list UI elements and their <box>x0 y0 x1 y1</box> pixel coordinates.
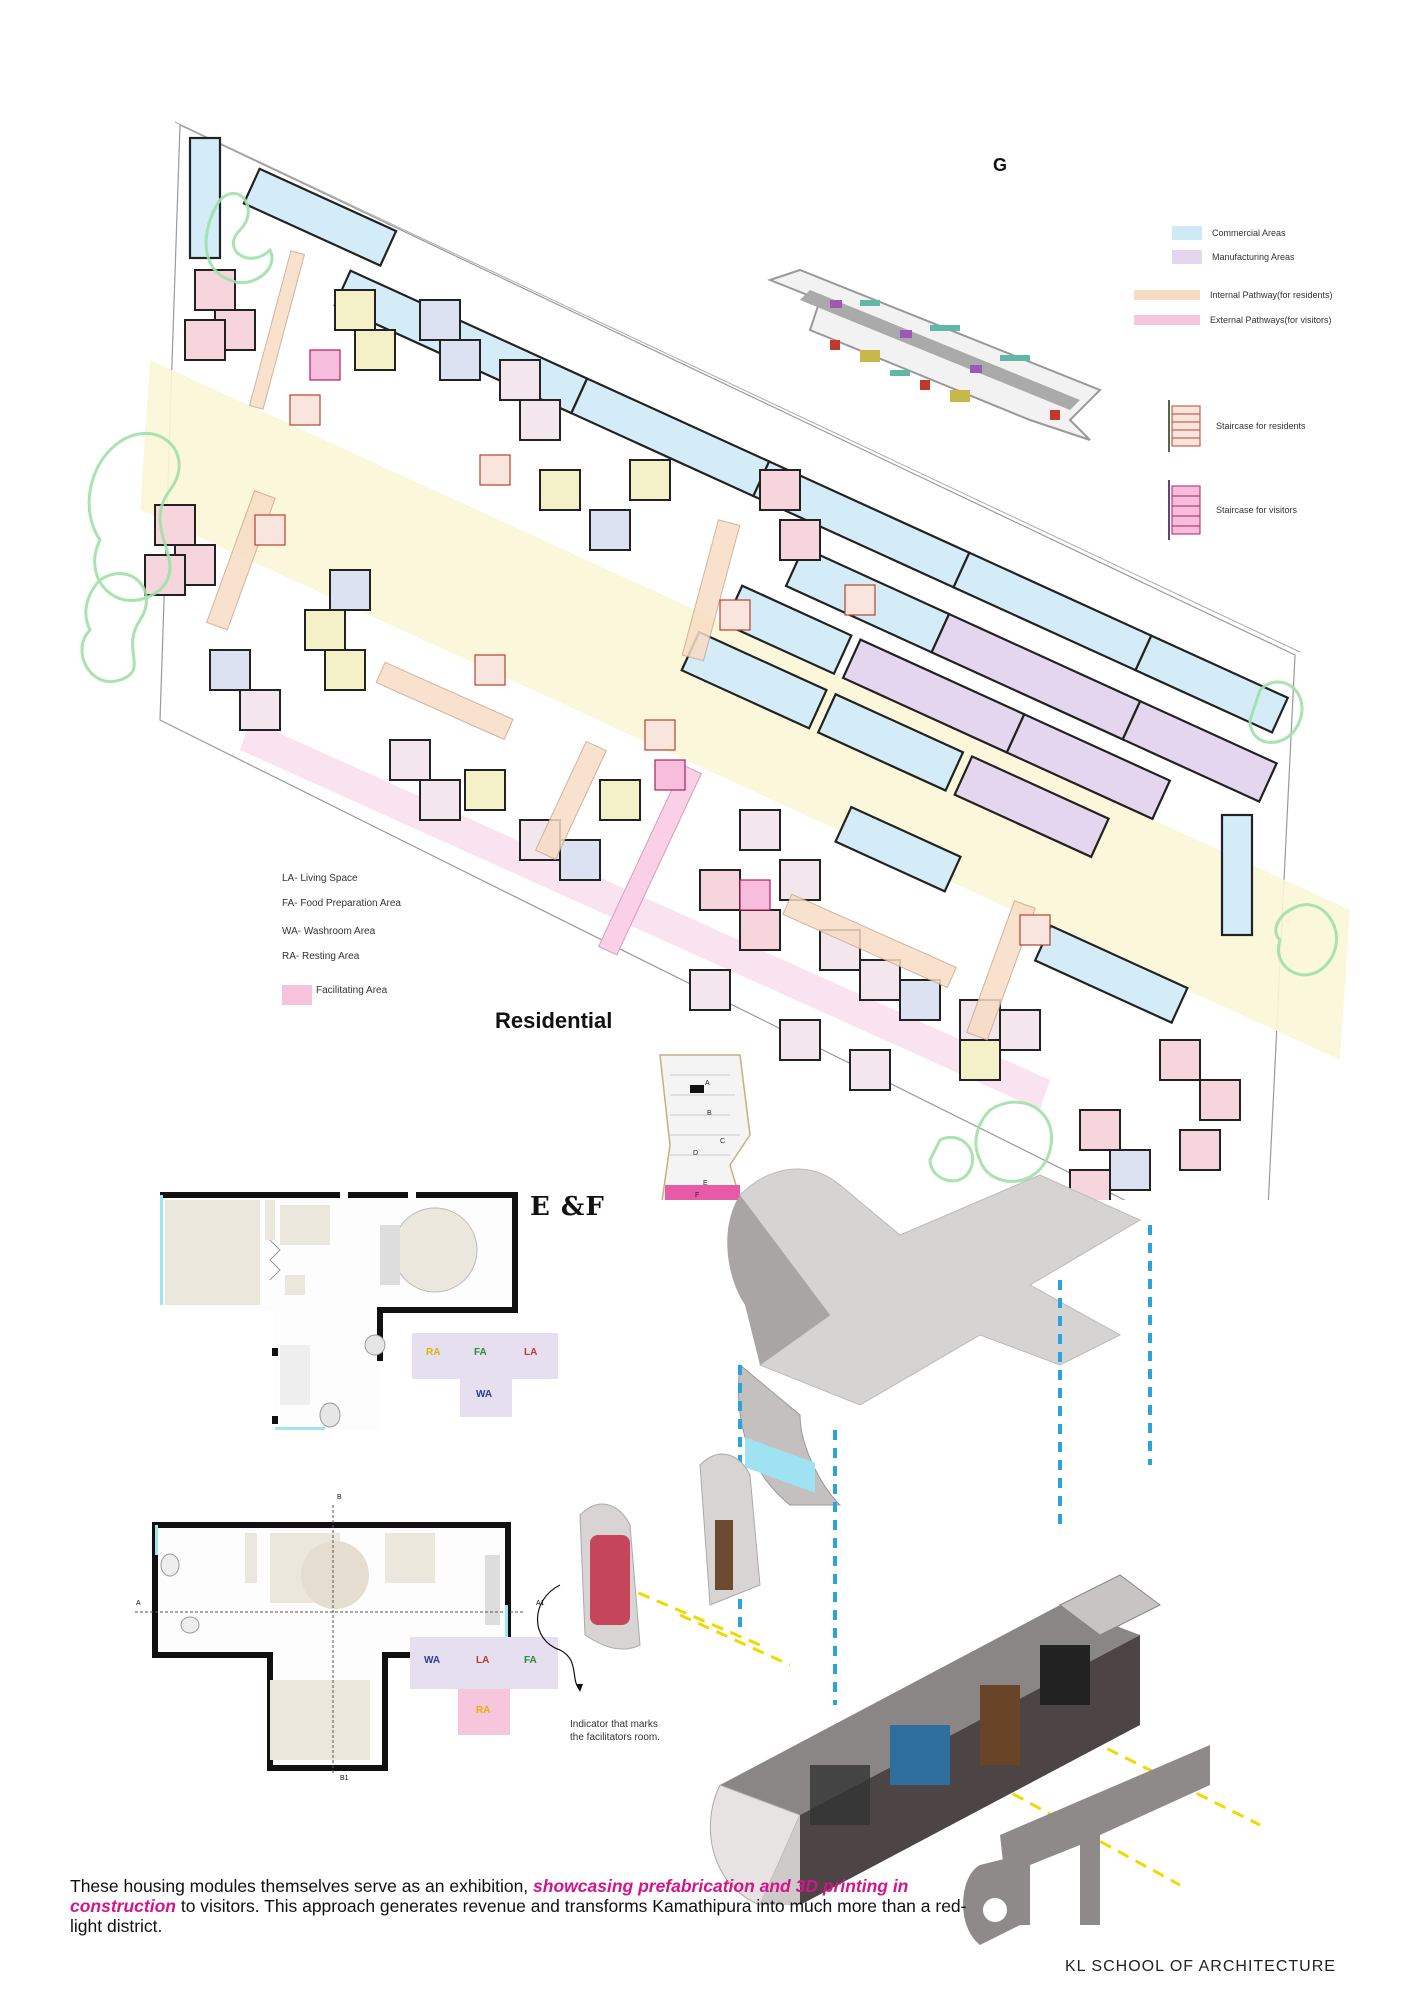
exploded-axonometric <box>579 1168 1261 1945</box>
legend-label: Staircase for residents <box>1216 421 1306 431</box>
tag-ra: RA <box>426 1347 441 1358</box>
tag-bg-bottom <box>460 1379 512 1417</box>
facilitating-legend: Facilitating Area <box>282 985 387 1005</box>
abbr-la: LA- Living Space <box>282 873 358 884</box>
legend-stair-visitors: Staircase for visitors <box>1166 480 1297 540</box>
floor-plan-2 <box>135 1505 525 1775</box>
tag-bg-top <box>410 1637 558 1689</box>
legend-label: External Pathways(for visitors) <box>1210 315 1332 325</box>
footer-school: KL SCHOOL OF ARCHITECTURE <box>1065 1958 1336 1975</box>
section-mark-b: B <box>337 1494 342 1501</box>
legend-swatch <box>1134 290 1200 300</box>
indicator-leader <box>537 1584 583 1692</box>
description-part1: These housing modules themselves serve a… <box>70 1876 534 1896</box>
plan1-tag-block: RA FA LA WA <box>412 1333 558 1417</box>
legend-swatch <box>1172 226 1202 240</box>
indicator-note: Indicator that marks the facilitators ro… <box>570 1719 661 1743</box>
legend-external-pathway: External Pathways(for visitors) <box>1134 315 1332 325</box>
section-mark-b1: B1 <box>340 1775 349 1782</box>
legend-manufacturing: Manufacturing Areas <box>1172 250 1295 264</box>
block-label: G <box>993 155 1008 175</box>
tag-bg-bottom <box>458 1689 510 1735</box>
facilitating-swatch <box>282 985 312 1005</box>
key-f: F <box>695 1192 700 1199</box>
legend-commercial: Commercial Areas <box>1172 226 1286 240</box>
stair-residents-icon <box>1168 400 1201 452</box>
module-label: E &F <box>530 1192 605 1222</box>
abbr-wa: WA- Washroom Area <box>282 926 376 937</box>
key-a: A <box>705 1080 710 1087</box>
tag-wa: WA <box>476 1389 493 1400</box>
tag-bg-top <box>412 1333 558 1379</box>
legend-label: Commercial Areas <box>1212 228 1286 238</box>
tag-ra: RA <box>476 1705 491 1716</box>
site-plan <box>80 121 1350 1200</box>
key-e: E <box>703 1180 708 1187</box>
legend-swatch <box>1172 250 1202 264</box>
facilitating-label: Facilitating Area <box>316 985 388 996</box>
key-d: D <box>693 1150 699 1157</box>
residential-title: Residential <box>495 1008 613 1033</box>
section-mark-a: A <box>136 1600 141 1607</box>
abbr-fa: FA- Food Preparation Area <box>282 898 401 909</box>
stair-visitors-icon <box>1168 480 1201 540</box>
legend-label: Internal Pathway(for residents) <box>1210 290 1333 300</box>
description: These housing modules themselves serve a… <box>70 1876 970 1936</box>
legend-label: Staircase for visitors <box>1216 505 1298 515</box>
tag-fa: FA <box>524 1655 537 1666</box>
description-part2: to visitors. This approach generates rev… <box>70 1896 967 1936</box>
section-mark-a1: A1 <box>536 1600 545 1607</box>
abbr-ra: RA- Resting Area <box>282 951 360 962</box>
key-c: C <box>720 1138 726 1145</box>
floor-plan-1 <box>157 1192 518 1433</box>
tag-fa: FA <box>474 1347 487 1358</box>
tag-la: LA <box>524 1347 538 1358</box>
tag-wa: WA <box>424 1655 441 1666</box>
plan2-tag-block: WA LA FA RA <box>410 1637 558 1735</box>
tag-la: LA <box>476 1655 490 1666</box>
legend-label: Manufacturing Areas <box>1212 252 1295 262</box>
legend-stair-residents: Staircase for residents <box>1166 400 1306 452</box>
key-b: B <box>707 1110 712 1117</box>
legend-internal-pathway: Internal Pathway(for residents) <box>1134 290 1333 300</box>
legend-swatch <box>1134 315 1200 325</box>
description-highlight: showcasing prefabrication and 3D printin… <box>70 1876 909 1916</box>
